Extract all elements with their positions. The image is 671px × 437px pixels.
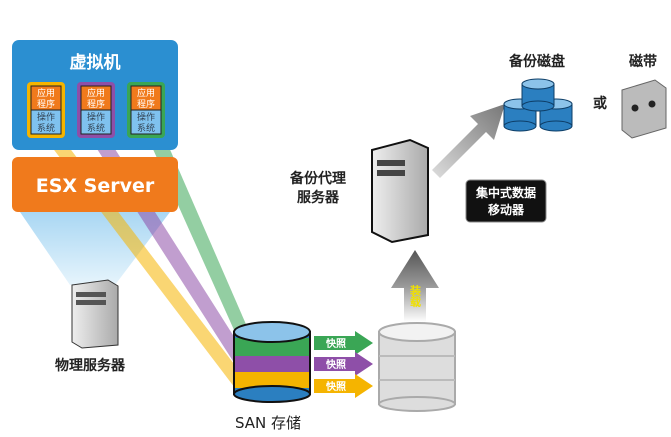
os-label: 操作: [137, 111, 155, 123]
backup-disk-icon: [503, 78, 573, 132]
os-label: 系统: [137, 122, 155, 134]
app-label: 程序: [137, 98, 155, 110]
snapshot-arrow: [314, 352, 373, 376]
snapshot-arrow: [314, 374, 373, 398]
or-label: 或: [593, 95, 607, 112]
esx-server-box: [12, 157, 178, 212]
app-label: 程序: [37, 98, 55, 110]
os-label: 系统: [37, 122, 55, 134]
physical-server-label: 物理服务器: [55, 357, 126, 374]
tape-label: 磁带: [629, 53, 657, 70]
snapshot-label: 快照: [325, 358, 346, 371]
vm-title: 虚拟机: [70, 52, 121, 73]
san-label: SAN 存储: [235, 414, 301, 432]
data-mover-box: [465, 179, 547, 223]
os-label: 系统: [87, 122, 105, 134]
proxy-server-icon: [371, 138, 429, 244]
disk-label: 备份磁盘: [508, 53, 565, 70]
tape-icon: [621, 79, 667, 139]
mover-label-1: 集中式数据: [475, 185, 536, 200]
proxy-label-2: 服务器: [297, 189, 340, 206]
snapshot-label: 快照: [325, 380, 346, 393]
app-label: 应用: [87, 87, 105, 99]
os-label: 操作: [87, 111, 105, 123]
esx-projection: [20, 212, 170, 285]
mount-arrow: [391, 250, 439, 322]
mount-label: 装载: [409, 284, 423, 308]
backup-volume-icon: [378, 322, 456, 412]
os-label: 操作: [37, 111, 55, 123]
snapshot-arrow: [314, 331, 373, 355]
app-label: 应用: [137, 87, 155, 99]
backup-arrow: [432, 104, 505, 178]
esx-label: ESX Server: [36, 175, 155, 197]
proxy-label-1: 备份代理: [289, 170, 346, 187]
app-label: 应用: [37, 87, 55, 99]
physical-server-icon: [71, 279, 119, 349]
mover-label-2: 移动器: [488, 202, 525, 217]
san-storage-icon: [233, 321, 311, 403]
app-label: 程序: [87, 98, 105, 110]
snapshot-label: 快照: [325, 337, 346, 350]
